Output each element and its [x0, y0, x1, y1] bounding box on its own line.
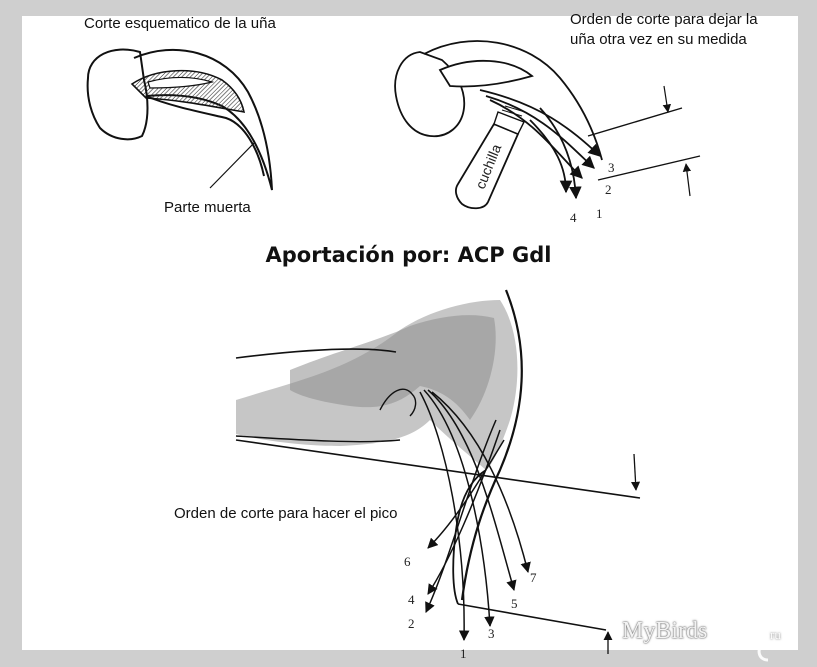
knife	[455, 105, 526, 210]
watermark-bird-icon	[750, 598, 781, 662]
watermark-brand: MyBirds	[622, 618, 708, 644]
cut-number-top: 4	[570, 210, 577, 225]
cut-number-bottom: 6	[404, 554, 411, 569]
cut-number-bottom: 4	[408, 592, 415, 607]
cut-number-bottom: 2	[408, 616, 415, 631]
caption-beak: Orden de corte para hacer el pico	[174, 505, 398, 522]
watermark-suffix: ru	[770, 627, 781, 642]
cut-order-claw	[394, 40, 701, 210]
cut-number-bottom: 7	[530, 570, 537, 585]
beak-claw	[235, 289, 641, 654]
schematic-claw	[86, 48, 273, 191]
cut-number-bottom: 5	[511, 596, 518, 611]
caption-schematic: Corte esquematico de la uña	[84, 15, 276, 32]
cut-number-top: 1	[596, 206, 603, 221]
caption-order-line1: Orden de corte para dejar la	[570, 11, 758, 28]
cut-number-top: 2	[605, 182, 612, 197]
cut-number-bottom: 3	[488, 626, 495, 641]
cut-number-bottom: 1	[460, 646, 467, 661]
cut-number-top: 3	[608, 160, 615, 175]
caption-order-line2: uña otra vez en su medida	[570, 31, 747, 48]
page-title: Aportación por: ACP Gdl	[265, 243, 552, 267]
caption-dead-part: Parte muerta	[164, 199, 251, 216]
